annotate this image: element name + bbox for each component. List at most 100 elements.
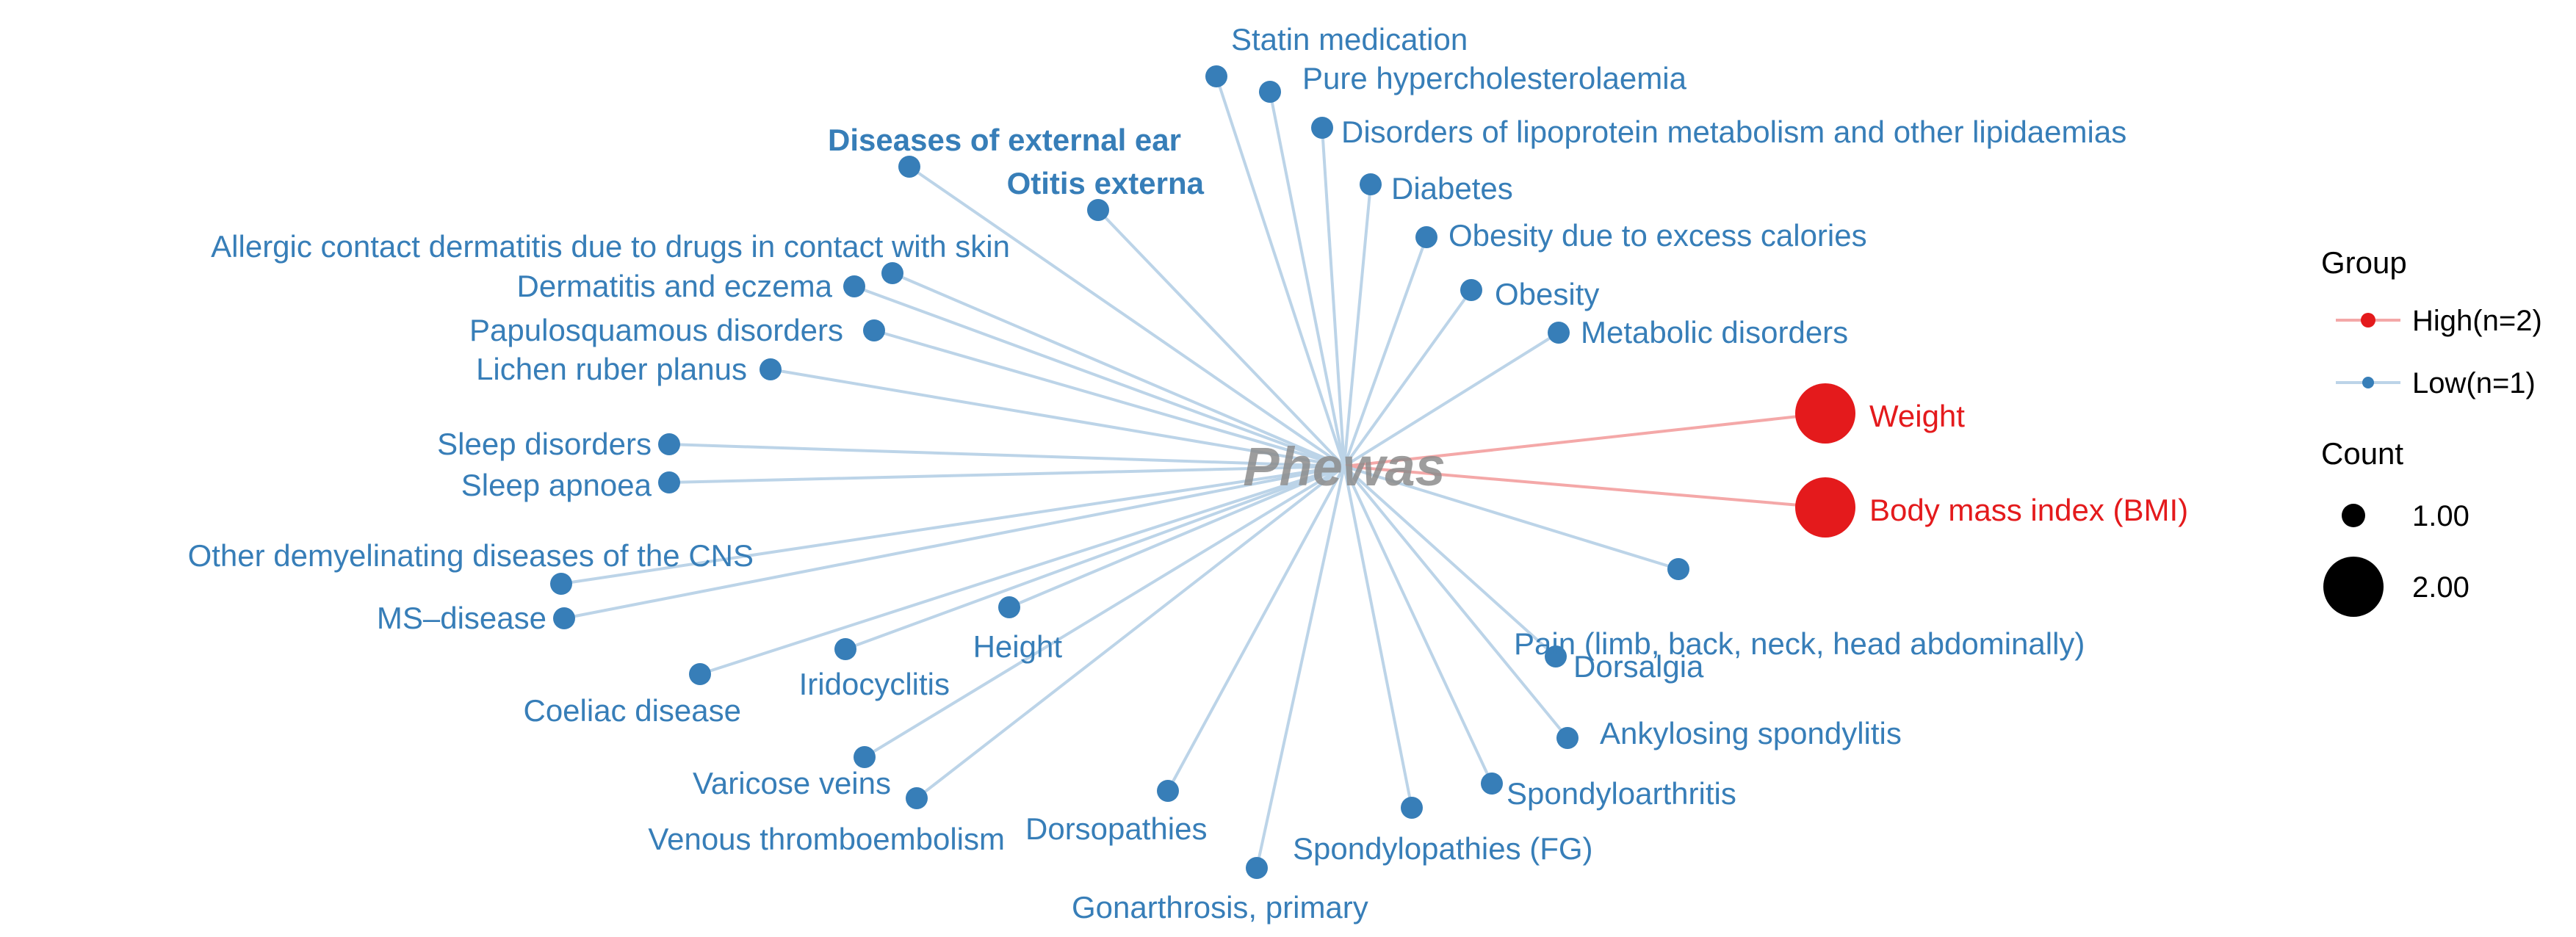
node-label-26: Papulosquamous disorders (469, 313, 843, 347)
edge-5 (1343, 289, 1473, 468)
node-label-3: Diabetes (1391, 171, 1513, 206)
edge-14 (1255, 466, 1346, 869)
node-23 (658, 471, 680, 493)
node-8 (1795, 477, 1855, 538)
node-label-12: Spondyloarthritis (1507, 776, 1736, 811)
edge-7 (1343, 412, 1826, 468)
edge-21 (563, 465, 1345, 620)
edge-20 (1009, 465, 1345, 609)
node-label-24: Sleep disorders (437, 427, 652, 461)
edge-1 (1269, 91, 1346, 467)
edge-29 (1097, 209, 1346, 468)
edge-12 (1343, 466, 1493, 784)
node-11 (1556, 727, 1579, 749)
node-label-23: Sleep apnoea (461, 468, 652, 502)
edge-0 (1215, 76, 1346, 467)
node-label-25: Lichen ruber planus (476, 352, 747, 386)
edge-17 (863, 465, 1346, 759)
node-label-14: Gonarthrosis, primary (1072, 890, 1368, 925)
node-0 (1205, 65, 1227, 87)
node-3 (1360, 173, 1382, 195)
node-label-29: Otitis externa (1007, 166, 1205, 200)
edge-4 (1343, 236, 1428, 467)
node-6 (1548, 322, 1570, 344)
edge-26 (873, 329, 1345, 468)
edge-24 (668, 443, 1345, 468)
node-label-10: Dorsalgia (1573, 649, 1704, 684)
node-label-16: Venous thromboembolism (648, 822, 1005, 856)
node-label-17: Varicose veins (693, 766, 891, 800)
legend-low-label: Low(n=1) (2412, 367, 2536, 399)
node-label-30: Diseases of external ear (828, 123, 1181, 157)
node-label-1: Pure hypercholesterolaemia (1302, 61, 1687, 95)
node-label-13: Spondylopathies (FG) (1293, 831, 1593, 866)
edge-16 (915, 465, 1346, 800)
edge-22 (560, 465, 1345, 585)
legend: Group High(n=2) Low(n=1) Count 1.00 2.00 (2321, 245, 2542, 617)
node-28 (881, 262, 903, 284)
node-label-2: Disorders of lipoprotein metabolism and … (1341, 115, 2126, 149)
edge-27 (854, 285, 1345, 468)
edge-25 (770, 368, 1345, 468)
node-15 (1157, 780, 1179, 802)
node-label-11: Ankylosing spondylitis (1600, 716, 1902, 750)
edge-2 (1321, 127, 1346, 467)
node-30 (898, 156, 920, 178)
node-label-15: Dorsopathies (1025, 811, 1207, 846)
legend-count-2-swatch (2323, 557, 2384, 617)
edge-18 (699, 465, 1345, 676)
node-label-19: Iridocyclitis (799, 667, 950, 701)
node-label-4: Obesity due to excess calories (1448, 218, 1867, 253)
node-16 (906, 787, 928, 809)
edge-10 (1343, 465, 1557, 658)
legend-count-1-label: 1.00 (2412, 500, 2469, 532)
legend-group-title: Group (2321, 245, 2407, 280)
legend-low-swatch (2362, 377, 2374, 388)
edge-9 (1343, 465, 1679, 571)
node-2 (1311, 117, 1333, 139)
edge-layer (560, 76, 1826, 869)
node-label-27: Dermatitis and eczema (517, 269, 833, 303)
edge-30 (908, 165, 1346, 468)
legend-count-2-label: 2.00 (2412, 571, 2469, 604)
center-node-label: Phewas (1243, 436, 1446, 497)
node-layer (550, 65, 1855, 879)
edge-19 (845, 465, 1345, 651)
node-29 (1087, 199, 1109, 221)
edge-6 (1343, 331, 1560, 468)
node-22 (550, 573, 572, 595)
node-label-28: Allergic contact dermatitis due to drugs… (211, 229, 1010, 264)
node-label-18: Coeliac disease (523, 693, 741, 728)
node-label-8: Body mass index (BMI) (1869, 493, 2188, 527)
node-label-22: Other demyelinating diseases of the CNS (188, 538, 754, 573)
node-20 (998, 596, 1020, 618)
edge-13 (1343, 466, 1413, 808)
node-24 (658, 433, 680, 455)
node-label-20: Height (973, 629, 1063, 664)
node-13 (1401, 797, 1423, 819)
edge-3 (1343, 184, 1372, 467)
node-label-6: Metabolic disorders (1581, 315, 1848, 350)
node-1 (1259, 81, 1281, 103)
node-10 (1545, 645, 1567, 668)
node-14 (1246, 857, 1268, 879)
node-19 (834, 638, 856, 660)
node-12 (1481, 773, 1503, 795)
legend-high-label: High(n=2) (2412, 305, 2542, 337)
node-18 (689, 663, 711, 685)
node-17 (854, 746, 876, 768)
edge-15 (1166, 466, 1346, 792)
node-label-9: Pain (limb, back, neck, head abdominally… (1514, 626, 2085, 661)
node-label-7: Weight (1869, 399, 1965, 433)
edge-11 (1343, 465, 1569, 739)
node-4 (1415, 226, 1437, 248)
node-label-5: Obesity (1495, 277, 1599, 311)
node-label-0: Statin medication (1231, 22, 1468, 57)
node-label-21: MS–disease (377, 601, 546, 635)
node-21 (553, 607, 575, 629)
node-7 (1795, 383, 1855, 444)
node-27 (843, 275, 865, 297)
edge-23 (668, 465, 1345, 484)
node-25 (760, 358, 782, 380)
